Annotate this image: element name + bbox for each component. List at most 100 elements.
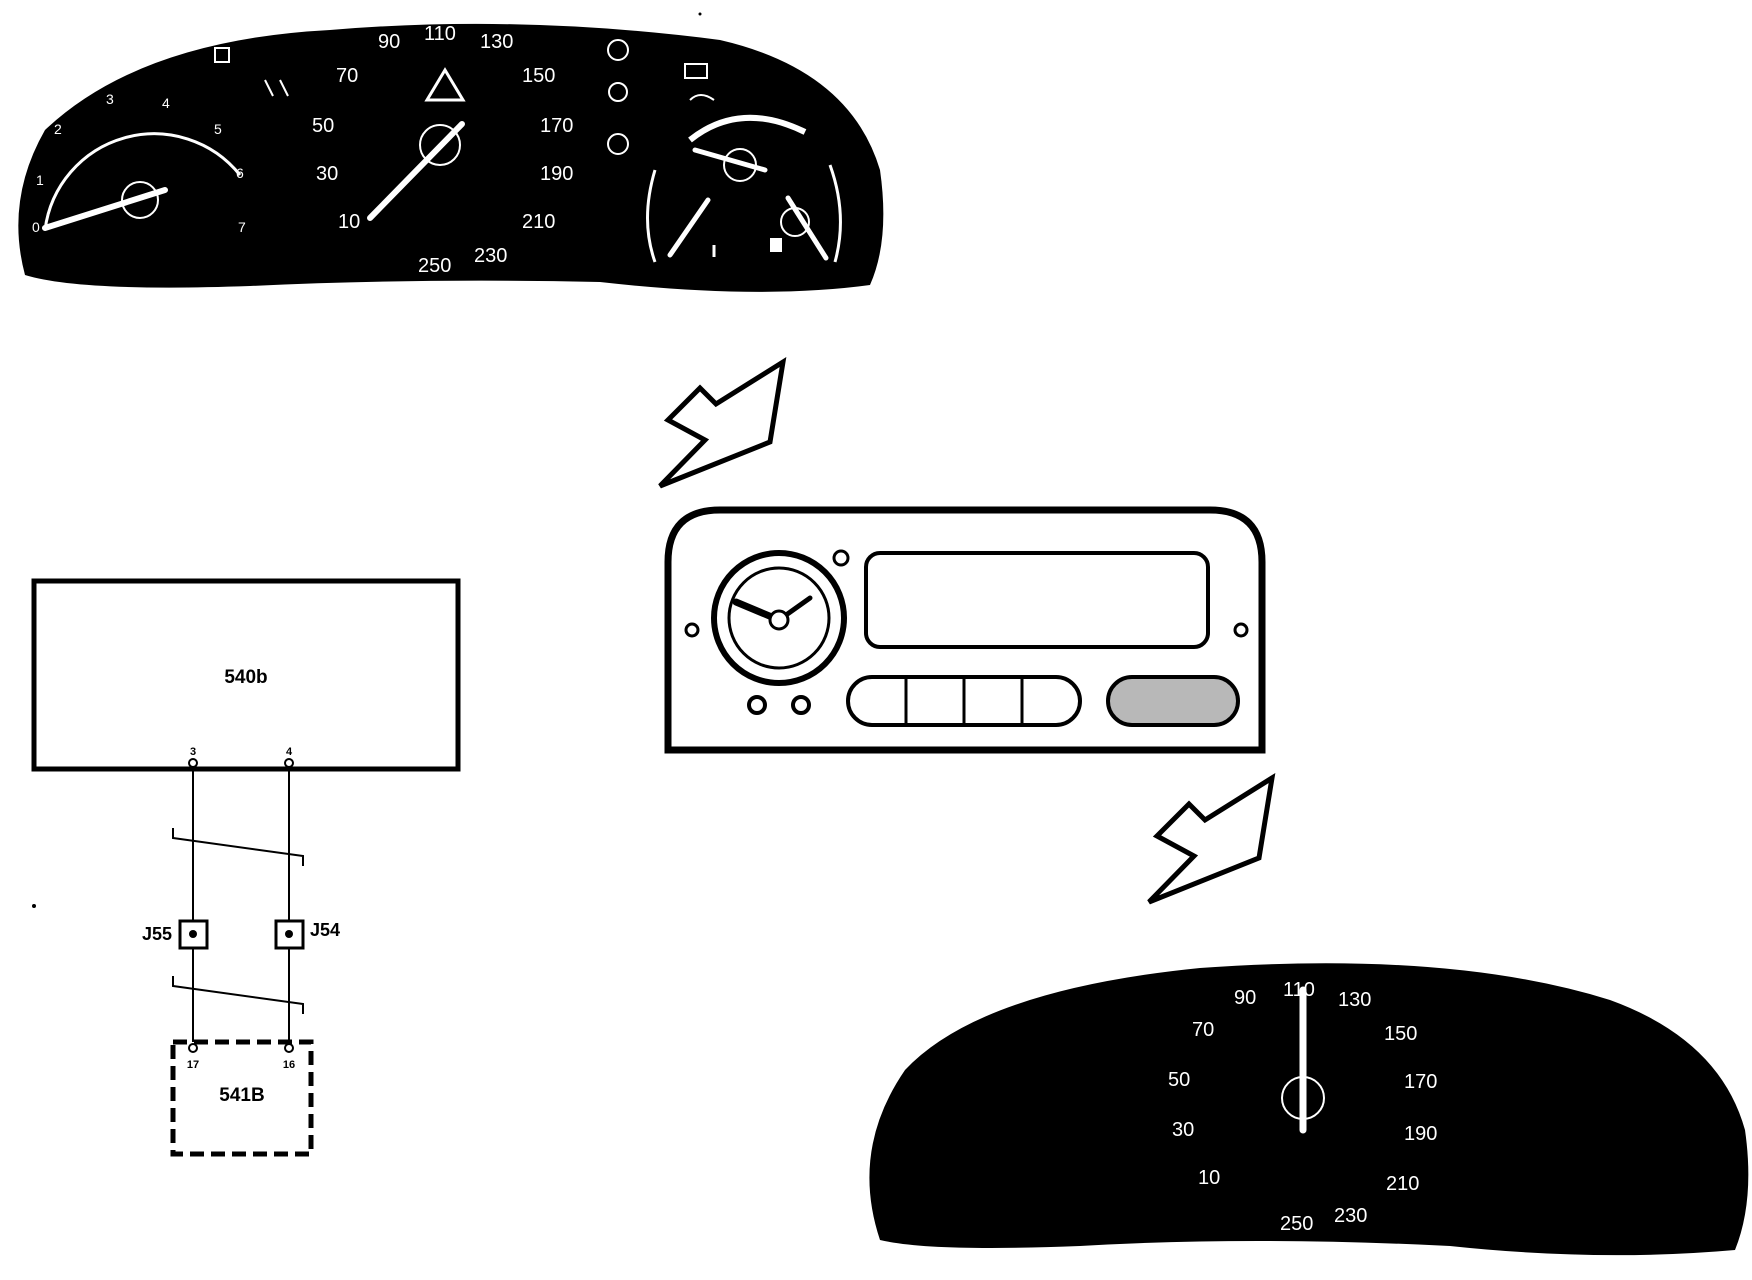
connector-j54-dot <box>285 930 293 938</box>
cluster-speed-tick-150: 150 <box>522 65 555 87</box>
pin-17-label: 17 <box>187 1059 199 1071</box>
cluster-speed-tick-210: 210 <box>522 211 555 233</box>
speed-tick-50: 50 <box>1168 1069 1190 1091</box>
control-unit-540b <box>31 578 461 772</box>
fog-lamp-icon <box>214 47 230 63</box>
pin-3-label: 3 <box>190 746 196 758</box>
speed-tick-110: 110 <box>1283 979 1315 1001</box>
speed-tick-190: 190 <box>1404 1123 1437 1145</box>
tach-tick-3: 3 <box>106 91 114 107</box>
clock-center <box>768 609 790 631</box>
speed-tick-10: 10 <box>1198 1167 1220 1189</box>
shaded-button <box>1106 675 1240 727</box>
display-window <box>864 551 1210 649</box>
pin-16-terminal <box>284 1043 294 1053</box>
cluster-speed-tick-90: 90 <box>378 31 400 53</box>
tach-tick-2: 2 <box>54 121 62 137</box>
pin-4-label: 4 <box>286 746 293 758</box>
boost-arc <box>688 114 807 143</box>
pin-4-terminal <box>284 758 294 768</box>
seatbelt-lamp-icon <box>264 79 289 97</box>
tach-tick-6: 6 <box>236 165 244 181</box>
scan-speck <box>32 904 36 908</box>
speedometer-only-cluster: 10 30 50 70 90 110 130 150 170 190 210 2… <box>869 963 1749 1256</box>
hollow-zigzag-arrow-icon-1 <box>658 356 787 489</box>
cluster-indicator-lamps <box>214 39 715 155</box>
cluster-speed-tick-10: 10 <box>338 211 360 233</box>
cluster-speed-tick-30: 30 <box>316 163 338 185</box>
cluster-speedo-needle <box>367 121 465 221</box>
analog-clock-icon <box>711 550 847 686</box>
boost-needle <box>692 147 768 173</box>
info-display-panel <box>664 506 1266 754</box>
tachometer: 0 1 2 3 4 5 6 7 <box>32 91 246 235</box>
scan-speck <box>698 12 702 16</box>
warning-triangle-icon <box>424 67 466 102</box>
speed-tick-130: 130 <box>1338 989 1371 1011</box>
adjust-knob-right <box>791 695 811 715</box>
hollow-zigzag-arrow-icon-2 <box>1147 772 1276 905</box>
connector-j55-dot <box>189 930 197 938</box>
unit-540b-label: 540b <box>224 667 267 688</box>
temp-arc <box>646 169 657 263</box>
wiring-diagram: 540b 3 4 J55 J54 17 16 541B <box>31 578 461 1157</box>
speed-tick-250: 250 <box>1280 1213 1313 1235</box>
tach-tick-7: 7 <box>238 219 246 235</box>
tach-tick-4: 4 <box>162 95 170 111</box>
tach-hub <box>121 181 159 219</box>
tach-tick-0: 0 <box>32 219 40 235</box>
fuel-pump-icon <box>770 238 782 252</box>
speed-tick-210: 210 <box>1386 1173 1419 1195</box>
mount-hole-left <box>684 622 700 638</box>
cluster-speed-tick-50: 50 <box>312 115 334 137</box>
cluster-speed-tick-110: 110 <box>424 23 456 45</box>
cluster-speed-tick-170: 170 <box>540 115 573 137</box>
boost-gauge <box>688 114 807 182</box>
speed-tick-30: 30 <box>1172 1119 1194 1141</box>
cluster-speedometer: 10 30 50 70 90 110 130 150 170 190 210 2… <box>312 23 573 277</box>
unit-541b-label: 541B <box>219 1085 264 1106</box>
cluster-speed-tick-250: 250 <box>418 255 451 277</box>
cluster-housing <box>18 23 884 292</box>
abs-lamp-icon <box>608 82 628 102</box>
brake-lamp-icon <box>607 39 629 61</box>
twisted-pair-marker-top <box>172 828 304 866</box>
tach-needle <box>42 187 168 231</box>
speedo-housing <box>869 963 1749 1256</box>
fuel-gauge <box>770 164 842 263</box>
control-unit-541b <box>170 1039 314 1157</box>
speed-tick-150: 150 <box>1384 1023 1417 1045</box>
connector-j55 <box>178 919 209 950</box>
cluster-speed-tick-70: 70 <box>336 65 358 87</box>
twisted-pair-marker-bottom <box>172 976 304 1014</box>
lamp-icon <box>607 133 629 155</box>
adjust-knob-left <box>747 695 767 715</box>
battery-lamp-icon <box>684 63 708 79</box>
pin-16-label: 16 <box>283 1059 295 1071</box>
connector-j55-label: J55 <box>142 924 172 944</box>
speed-tick-70: 70 <box>1192 1019 1214 1041</box>
mount-hole-right <box>1233 622 1249 638</box>
tach-tick-5: 5 <box>214 121 222 137</box>
temp-gauge <box>646 169 716 263</box>
instrument-cluster-full: 0 1 2 3 4 5 6 7 10 30 50 70 90 110 130 1… <box>18 23 884 292</box>
oil-lamp-icon <box>689 94 715 101</box>
fuel-arc <box>828 164 842 263</box>
cluster-speed-tick-130: 130 <box>480 31 513 53</box>
connector-j54-label: J54 <box>310 920 340 940</box>
tach-tick-1: 1 <box>36 172 44 188</box>
cluster-speed-tick-190: 190 <box>540 163 573 185</box>
speed-tick-230: 230 <box>1334 1205 1367 1227</box>
cluster-speed-tick-230: 230 <box>474 245 507 267</box>
button-strip <box>846 675 1082 727</box>
fuel-needle <box>785 195 829 261</box>
pin-3-terminal <box>188 758 198 768</box>
pin-17-terminal <box>188 1043 198 1053</box>
mount-hole-top <box>832 549 850 567</box>
cluster-speedo-hub <box>419 124 461 166</box>
speed-tick-90: 90 <box>1234 987 1256 1009</box>
temp-needle <box>667 197 711 258</box>
speed-tick-170: 170 <box>1404 1071 1437 1093</box>
tach-arc <box>43 132 242 231</box>
